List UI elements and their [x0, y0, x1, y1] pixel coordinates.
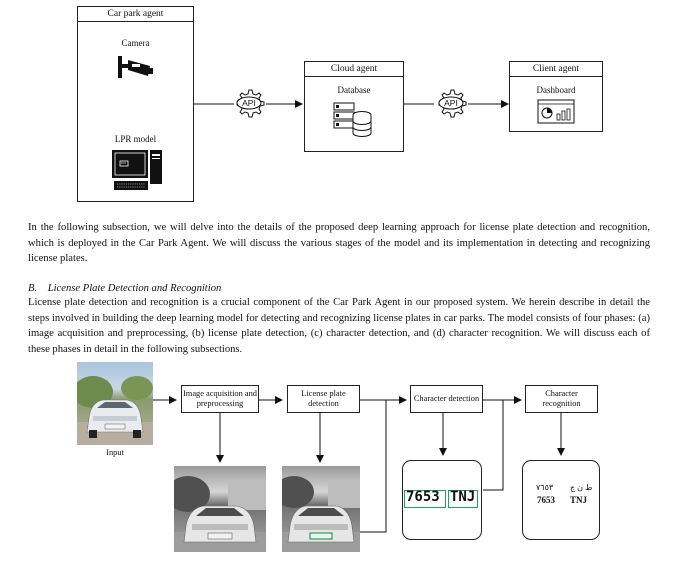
api-label-2: API	[444, 98, 458, 108]
database-label: Database	[337, 85, 371, 95]
camera-label: Camera	[121, 38, 150, 48]
phase-character-detection: Character detection	[410, 385, 483, 413]
plate-digits-text: 7653	[406, 489, 440, 505]
car-park-agent-title: Car park agent	[78, 7, 193, 22]
input-car-photo	[77, 362, 153, 445]
intro-paragraph: In the following subsection, we will del…	[28, 222, 650, 264]
api-label-1: API	[242, 98, 256, 108]
input-label: Input	[106, 448, 124, 457]
api-gear-icon-2	[438, 89, 467, 118]
recognized-letters: TNJ	[570, 495, 588, 505]
plate-detected-car-illustration	[282, 476, 360, 552]
api-gear-icon-1	[236, 89, 265, 118]
recognized-arabic-letters: ط ن ج	[570, 483, 593, 492]
database-server-icon	[333, 102, 372, 137]
phase-character-recognition: Character recognition	[525, 385, 598, 413]
phase-image-acquisition: Image acquisition and preprocessing	[181, 385, 259, 413]
section-title: License Plate Detection and Recognition	[47, 283, 222, 294]
digits-bounding-box	[404, 490, 446, 508]
body-paragraph: License plate detection and recognition …	[28, 297, 650, 355]
phase3-to-phase4-connector	[483, 399, 504, 491]
car-illustration	[77, 376, 153, 445]
recognized-digits: 7653	[537, 495, 555, 505]
plate-letters-text: TNJ	[450, 489, 476, 505]
cloud-agent-title: Cloud agent	[305, 62, 403, 77]
phase2-to-phase3-connector	[358, 399, 387, 533]
recognized-arabic-digits: ٧٦٥٣	[536, 483, 554, 492]
letters-bounding-box	[448, 490, 478, 508]
grayscale-car-photo	[174, 466, 266, 552]
character-recognition-panel	[522, 460, 600, 540]
phase-plate-detection: License plate detection	[287, 385, 360, 413]
section-number: B.	[28, 283, 38, 294]
section-heading: B. License Plate Detection and Recogniti…	[28, 283, 221, 294]
dashboard-icon	[537, 99, 575, 124]
computer-icon	[112, 150, 162, 190]
lpr-model-label: LPR model	[114, 134, 157, 144]
dashboard-label: Dashboard	[536, 85, 576, 95]
client-agent-title: Client agent	[510, 62, 602, 77]
plate-detected-photo	[282, 466, 360, 552]
grayscale-car-illustration	[174, 476, 266, 552]
cctv-camera-icon	[118, 56, 153, 78]
